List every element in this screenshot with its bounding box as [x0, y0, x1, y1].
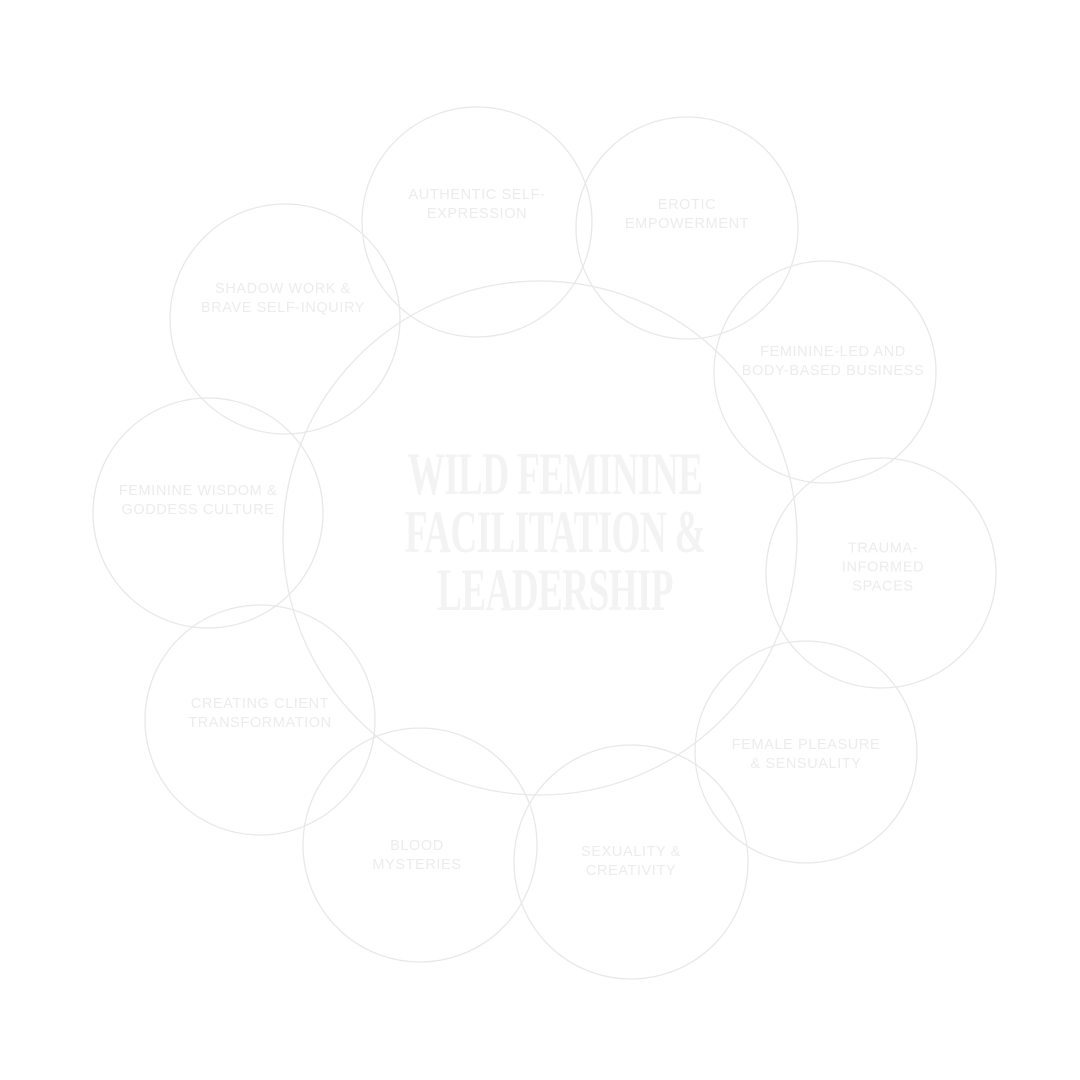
topic-circle-creating-client-transformation [144, 604, 376, 836]
topic-circle-authentic-self-expression [361, 106, 593, 338]
topic-circle-erotic-empowerment [575, 116, 799, 340]
topic-label-erotic-empowerment: EROTIC EMPOWERMENT [624, 197, 750, 232]
topic-circle-feminine-led-business [713, 260, 937, 484]
center-circle [282, 280, 798, 796]
topic-label-female-pleasure: FEMALE PLEASURE & SENSUALITY [731, 737, 881, 772]
topic-label-feminine-led-business: FEMININE-LED AND BODY-BASED BUSINESS [741, 344, 925, 379]
title-line-2: FACILITATION & [404, 499, 706, 565]
title-line-3: LEADERSHIP [437, 557, 673, 623]
topic-circle-female-pleasure [694, 640, 918, 864]
topic-label-blood-mysteries: BLOOD MYSTERIES [372, 838, 462, 873]
topic-label-trauma-informed-spaces: TRAUMA- INFORMED SPACES [841, 540, 925, 595]
topic-label-creating-client-transformation: CREATING CLIENT TRANSFORMATION [188, 696, 332, 731]
topic-circle-feminine-wisdom [92, 397, 324, 629]
topic-label-shadow-work: SHADOW WORK & BRAVE SELF-INQUIRY [200, 281, 366, 316]
topic-label-authentic-self-expression: AUTHENTIC SELF- EXPRESSION [408, 187, 546, 222]
title-line-1: WILD FEMININE [407, 441, 703, 507]
topic-circle-sexuality-creativity [513, 744, 749, 980]
topic-label-feminine-wisdom: FEMININE WISDOM & GODDESS CULTURE [118, 483, 278, 518]
topic-label-sexuality-creativity: SEXUALITY & CREATIVITY [581, 844, 681, 879]
diagram-title: WILD FEMININE FACILITATION & LEADERSHIP [313, 441, 797, 623]
topic-circle-blood-mysteries [302, 727, 538, 963]
topic-circle-trauma-informed-spaces [765, 457, 997, 689]
topic-circle-shadow-work [169, 203, 401, 435]
